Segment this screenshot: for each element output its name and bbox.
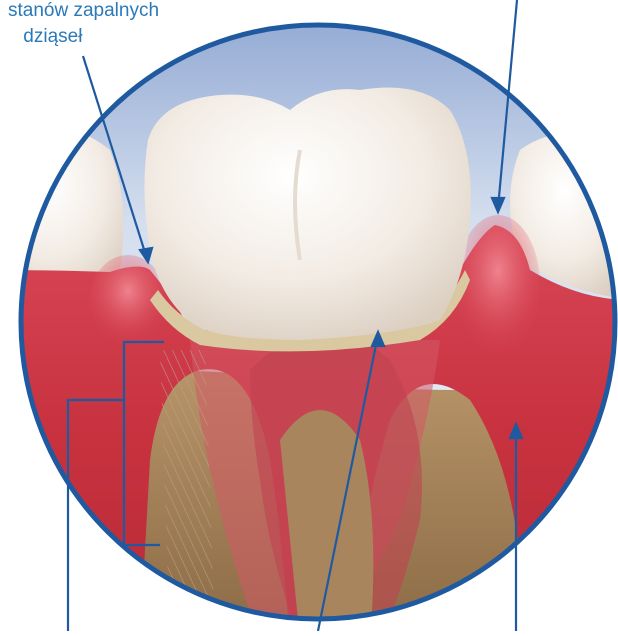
inflamed-papilla-right bbox=[456, 215, 540, 355]
main-tooth-crown bbox=[144, 88, 470, 341]
label-gum-inflammation-line2: dziąseł bbox=[18, 26, 82, 48]
label-gum-inflammation-line1: stanów zapalnych bbox=[8, 0, 159, 22]
